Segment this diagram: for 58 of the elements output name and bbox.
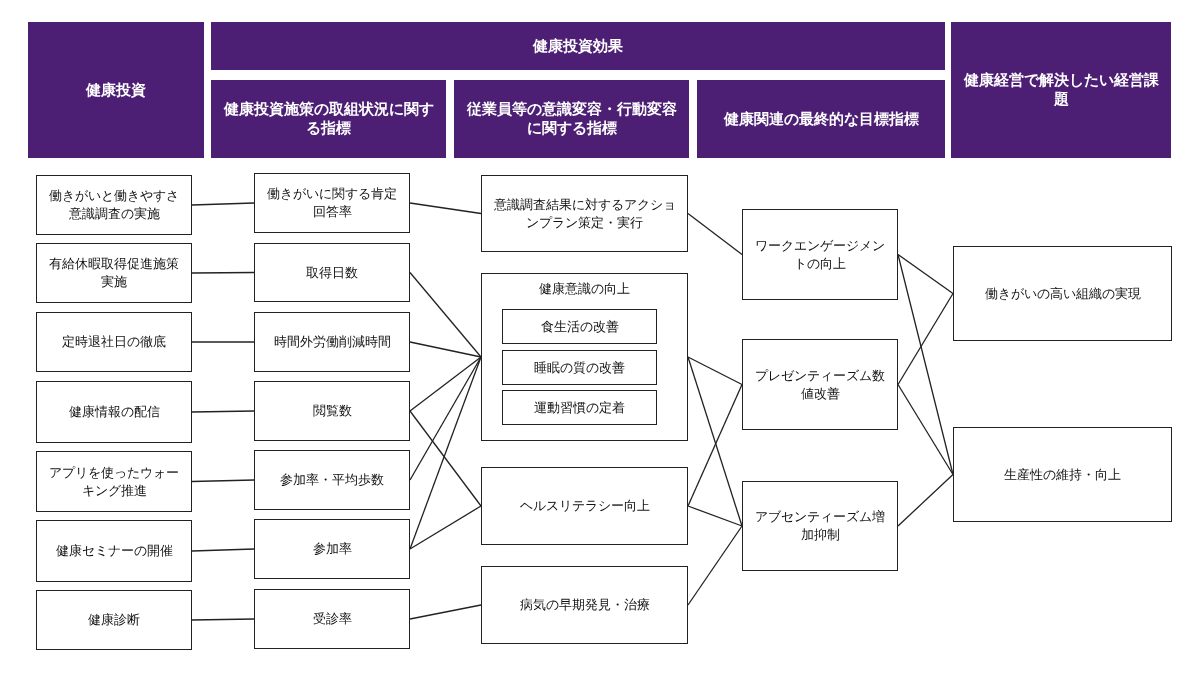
connector-line	[191, 271, 255, 274]
text-box: 取得日数	[254, 243, 410, 302]
header-band: 健康投資	[28, 22, 204, 158]
connector-line	[409, 202, 482, 215]
connector-line	[897, 253, 954, 295]
text-box: 健康診断	[36, 590, 192, 650]
header-band: 健康経営で解決したい経営課題	[951, 22, 1171, 158]
text-box: 定時退社日の徹底	[36, 312, 192, 372]
text-box: ワークエンゲージメントの向上	[742, 209, 898, 300]
text-box: 意識調査結果に対するアクションプラン策定・実行	[481, 175, 688, 252]
text-box: 睡眠の質の改善	[502, 350, 657, 385]
text-box: 生産性の維持・向上	[953, 427, 1172, 522]
text-box: 食生活の改善	[502, 309, 657, 344]
connector-line	[409, 505, 482, 550]
text-box: 健康セミナーの開催	[36, 520, 192, 582]
connector-line	[687, 356, 743, 386]
text-box: アブセンティーズム増加抑制	[742, 481, 898, 571]
text-box: 参加率・平均歩数	[254, 450, 410, 510]
text-box: 参加率	[254, 519, 410, 579]
connector-line	[687, 356, 743, 527]
header-band: 健康投資効果	[211, 22, 945, 70]
text-box: 働きがいに関する肯定回答率	[254, 173, 410, 233]
connector-line	[687, 525, 743, 606]
connector-line	[687, 505, 743, 527]
text-box: プレゼンティーズム数値改善	[742, 339, 898, 430]
text-box: 受診率	[254, 589, 410, 649]
text-box: 運動習慣の定着	[502, 390, 657, 425]
connector-line	[409, 604, 482, 620]
connector-line	[191, 479, 255, 483]
text-box: アプリを使ったウォーキング推進	[36, 451, 192, 512]
connector-line	[191, 548, 255, 552]
group-box	[481, 273, 688, 441]
connector-line	[897, 473, 954, 527]
text-box: ヘルスリテラシー向上	[481, 467, 688, 545]
text-box: 働きがいの高い組織の実現	[953, 246, 1172, 341]
text-box: 有給休暇取得促進施策実施	[36, 243, 192, 303]
connector-line	[897, 292, 954, 386]
connector-line	[191, 202, 255, 206]
header-band: 健康投資施策の取組状況に関する指標	[211, 80, 446, 158]
connector-line	[409, 356, 482, 412]
header-band: 健康関連の最終的な目標指標	[697, 80, 945, 158]
connector-line	[687, 383, 743, 507]
connector-line	[687, 212, 743, 256]
connector-line	[191, 341, 255, 343]
connector-line	[409, 410, 482, 507]
connector-line	[897, 383, 954, 476]
text-box: 働きがいと働きやすさ意識調査の実施	[36, 175, 192, 235]
connector-line	[409, 341, 482, 358]
text-box: 閲覧数	[254, 381, 410, 441]
connector-line	[409, 356, 482, 481]
connector-line	[409, 271, 482, 358]
connector-line	[191, 618, 255, 621]
group-title: 健康意識の向上	[538, 280, 631, 298]
connector-line	[191, 410, 255, 413]
header-band: 従業員等の意識変容・行動変容に関する指標	[454, 80, 689, 158]
text-box: 時間外労働削減時間	[254, 312, 410, 372]
text-box: 健康情報の配信	[36, 381, 192, 443]
text-box: 病気の早期発見・治療	[481, 566, 688, 644]
